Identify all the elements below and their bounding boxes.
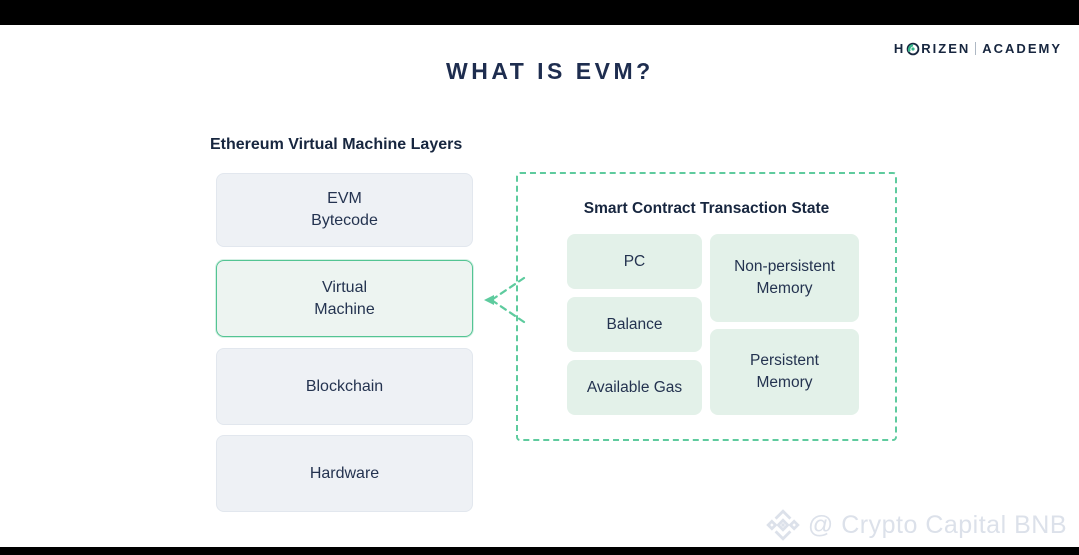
letterbox-top: [0, 0, 1079, 25]
layer-box-virtual-machine: Virtual Machine: [216, 260, 473, 337]
layer-label-line: Bytecode: [311, 212, 378, 229]
state-label-line: Persistent: [750, 352, 819, 369]
state-box-pc: PC: [567, 234, 702, 289]
watermark-text: @ Crypto Capital BNB: [807, 510, 1067, 539]
state-box-persistent-memory: Persistent Memory: [710, 329, 859, 415]
state-box-balance: Balance: [567, 297, 702, 352]
layer-label-line: Virtual: [321, 278, 368, 296]
layer-box-blockchain: Blockchain: [216, 348, 473, 425]
horizen-academy-logo: H RIZEN ACADEMY: [894, 41, 1062, 56]
layer-label-line: Blockchain: [305, 377, 384, 395]
state-panel-heading: Smart Contract Transaction State: [583, 200, 830, 217]
state-label-line: Non-persistent: [734, 258, 835, 275]
layer-label-line: Hardware: [309, 464, 380, 482]
layer-box-evm-bytecode: EVM Bytecode: [216, 173, 473, 247]
layers-heading: Ethereum Virtual Machine Layers: [210, 136, 463, 153]
layer-label-line: Machine: [314, 300, 375, 318]
logo-text-h: H: [893, 41, 906, 56]
state-box-non-persistent-memory: Non-persistent Memory: [710, 234, 859, 322]
state-label-line: Memory: [756, 280, 813, 297]
binance-icon: [766, 509, 800, 541]
state-label: PC: [623, 252, 646, 270]
logo-divider: [975, 42, 977, 55]
dashed-arrow-left-icon: [484, 276, 526, 324]
layer-label-line: EVM: [327, 190, 362, 207]
smart-contract-state-panel: Smart Contract Transaction State PC Bala…: [516, 172, 897, 441]
logo-text-academy: ACADEMY: [982, 41, 1062, 56]
state-label: Available Gas: [586, 378, 683, 396]
letterbox-bottom: [0, 547, 1079, 555]
page-title: WHAT IS EVM?: [446, 58, 654, 84]
logo-text-rizen: RIZEN: [921, 41, 971, 56]
state-label: Balance: [606, 315, 663, 333]
state-label-line: Memory: [756, 374, 813, 391]
watermark: @ Crypto Capital BNB: [765, 507, 1067, 543]
state-box-available-gas: Available Gas: [567, 360, 702, 415]
horizen-o-icon: [906, 42, 920, 56]
layer-box-hardware: Hardware: [216, 435, 473, 512]
